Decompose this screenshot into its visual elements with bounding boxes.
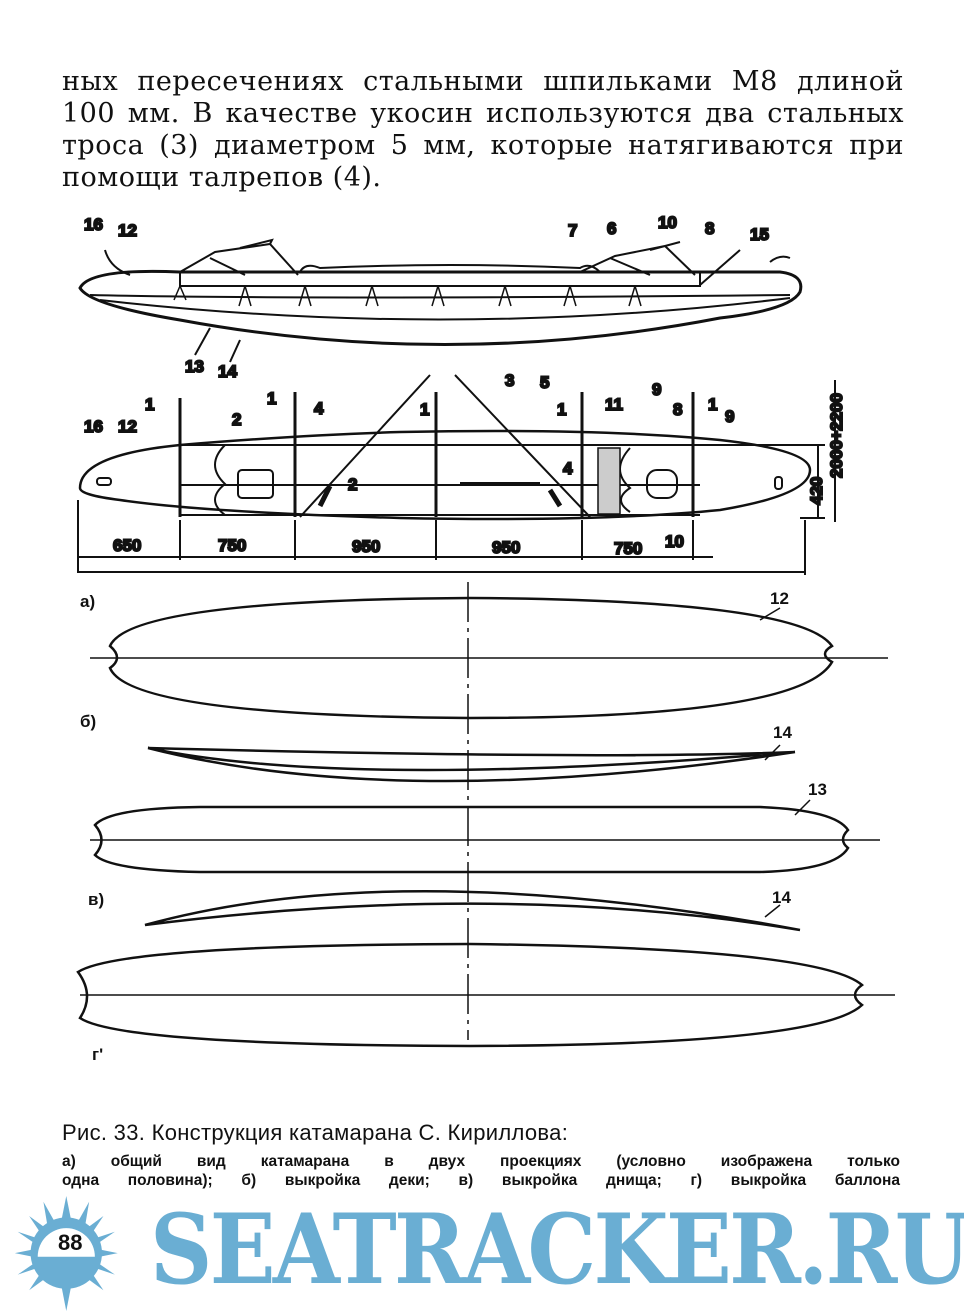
callout: 10: [665, 532, 684, 551]
callout: 9: [652, 380, 661, 399]
callout: 2: [232, 410, 241, 429]
callout: 14: [772, 888, 791, 907]
figure-caption-title: Рис. 33. Конструкция катамарана С. Кирил…: [62, 1120, 569, 1145]
callout: 4: [314, 399, 324, 418]
dimension-label: 420: [807, 477, 826, 505]
callout: 7: [568, 221, 577, 240]
callout: 4: [563, 459, 573, 478]
callout: 3: [505, 371, 514, 390]
sun-logo-icon: [14, 1196, 118, 1311]
section-letter: б): [80, 712, 96, 731]
callout: 16: [84, 417, 103, 436]
dimension-label: 950: [352, 537, 380, 556]
patterns: а) б) в) г' 12 14 13 14: [76, 582, 895, 1064]
callout: 1: [267, 389, 276, 408]
callout: 2: [348, 475, 357, 494]
watermark: SEATRACKER.RU: [150, 1193, 964, 1306]
callout: 1: [145, 395, 154, 414]
paragraph-line: 100 мм. В качестве укосин используются д…: [62, 98, 904, 129]
section-letter: г': [92, 1045, 103, 1064]
callout: 16: [84, 215, 103, 234]
figure-caption-body: а) общий вид катамарана в двух проекциях…: [62, 1152, 900, 1190]
page-number: 88: [58, 1230, 83, 1255]
paragraph-line: ных пересечениях стальными шпильками М8 …: [62, 66, 904, 97]
caption-line: а) общий вид катамарана в двух проекциях…: [62, 1153, 900, 1170]
callout: 1: [557, 400, 566, 419]
section-letter: а): [80, 592, 95, 611]
callout: 15: [750, 225, 769, 244]
dimension-label: 650: [113, 536, 141, 555]
callout: 14: [773, 723, 792, 742]
callout: 13: [808, 780, 827, 799]
callout: 10: [658, 213, 677, 232]
section-letter: в): [88, 890, 104, 909]
callout: 12: [770, 589, 789, 608]
callout: 8: [673, 400, 682, 419]
dimension-label: 2000÷2200: [827, 393, 846, 478]
callout: 8: [705, 219, 714, 238]
callout: 6: [607, 219, 616, 238]
dimension-label: 950: [492, 538, 520, 557]
callout: 12: [118, 417, 137, 436]
callout: 11: [605, 395, 623, 414]
caption-line: одна половина); б) выкройка деки; в) вык…: [62, 1172, 900, 1189]
catamaran-figure: 16 12 7 6 10 8 15 13 14 1 1 1 1 1 2 2: [76, 212, 895, 1064]
plan-view: 1 1 1 1 1 2 2 3 4 4 5 11 9 9 8 10 16 12 …: [77, 370, 847, 575]
side-view: 16 12 7 6 10 8 15 13 14: [78, 212, 803, 382]
callout: 13: [185, 357, 204, 376]
paragraph-line: троса (3) диаметром 5 мм, которые натяги…: [62, 130, 904, 161]
callout: 1: [420, 400, 429, 419]
callout: 9: [725, 407, 734, 426]
callout: 14: [218, 362, 237, 381]
callout: 1: [708, 395, 717, 414]
paragraph-line: помощи талрепов (4).: [62, 162, 382, 193]
dimension-label: 750: [614, 539, 642, 558]
callout: 5: [540, 373, 549, 392]
callout: 12: [118, 221, 137, 240]
dimension-label: 750: [218, 536, 246, 555]
body-paragraph: ных пересечениях стальными шпильками М8 …: [62, 66, 904, 194]
